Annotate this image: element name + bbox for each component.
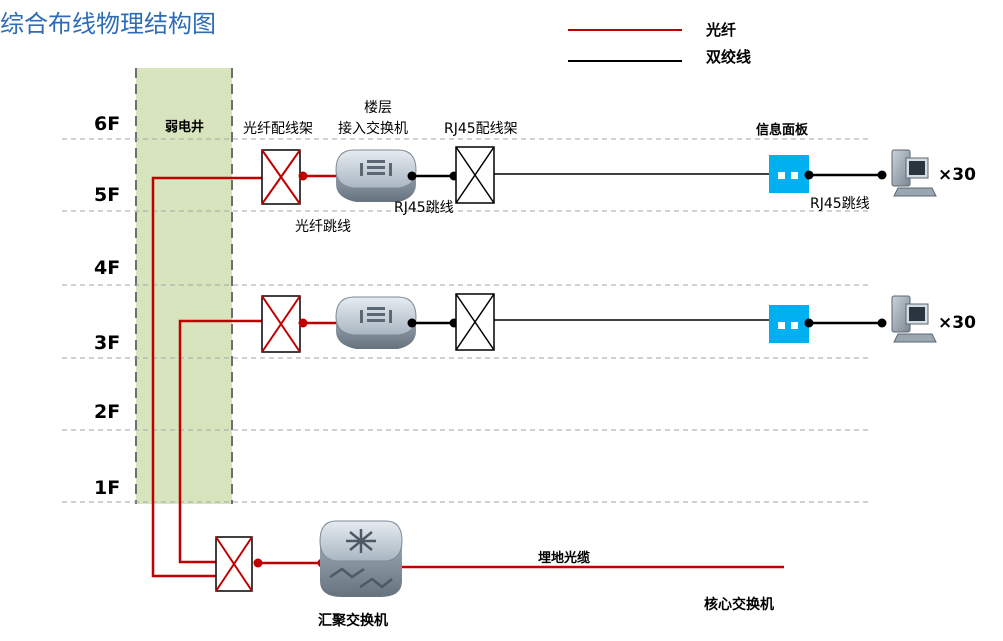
fiber-jumper-label: 光纤跳线	[295, 219, 351, 235]
rj45-patch-panel-3f	[455, 293, 495, 351]
fiber-patch-panel-core	[215, 536, 253, 592]
floor-label-4f: 4F	[94, 257, 120, 279]
floor-dividers	[62, 138, 872, 503]
legend: 光纤 双绞线	[568, 21, 751, 66]
weak-current-shaft: 弱电井	[135, 68, 233, 504]
legend-fiber-label: 光纤	[705, 21, 736, 39]
labels: 光纤配线架 楼层 接入交换机 RJ45配线架 信息面板 光纤跳线 RJ45跳线 …	[243, 100, 870, 629]
riser-fiber-5f	[151, 176, 262, 578]
pc-count-5f: ×30	[938, 165, 976, 185]
floor-switch-label-line2: 接入交换机	[338, 120, 408, 137]
floor-3f-chain: ×30	[261, 293, 976, 353]
floor-label-2f: 2F	[94, 401, 120, 423]
core-switch-label: 核心交换机	[704, 596, 774, 613]
buried-cable-label: 埋地光缆	[538, 550, 590, 566]
aggregation-switch-label: 汇聚交换机	[318, 612, 388, 629]
floor-label-3f: 3F	[94, 332, 120, 354]
fiber-patch-panel-5f	[261, 149, 301, 205]
floor-switch-label-line1: 楼层	[364, 100, 392, 116]
info-panel-3f	[769, 305, 809, 343]
floor-5f-chain: ×30	[261, 146, 976, 205]
backbone-fiber	[151, 176, 262, 578]
info-panel-label: 信息面板	[756, 122, 809, 138]
rj45-jumper-label-b: RJ45跳线	[810, 196, 870, 212]
riser-fiber-3f	[178, 319, 262, 564]
diagram-title: 综合布线物理结构图	[0, 10, 216, 38]
rj45-jumper-label-a: RJ45跳线	[394, 200, 454, 216]
floor-label-1f: 1F	[94, 477, 120, 499]
switch-3f	[335, 296, 417, 349]
aggregation-switch	[319, 520, 403, 597]
computer-icon-3f	[891, 295, 937, 343]
fiber-patch-panel-label: 光纤配线架	[243, 121, 313, 137]
aggregation-area	[215, 520, 784, 597]
floor-label-6f: 6F	[94, 113, 120, 135]
floor-labels: 6F 5F 4F 3F 2F 1F	[94, 113, 120, 499]
computer-icon-5f	[891, 149, 937, 197]
legend-twisted-label: 双绞线	[706, 48, 751, 66]
fiber-patch-panel-3f	[261, 295, 301, 353]
shaft-label: 弱电井	[165, 119, 204, 135]
pc-count-3f: ×30	[938, 313, 976, 333]
rj45-patch-panel-label: RJ45配线架	[444, 121, 518, 137]
switch-5f	[335, 149, 417, 202]
floor-label-5f: 5F	[94, 184, 120, 206]
rj45-patch-panel-5f	[455, 146, 495, 204]
info-panel-5f	[769, 155, 809, 193]
